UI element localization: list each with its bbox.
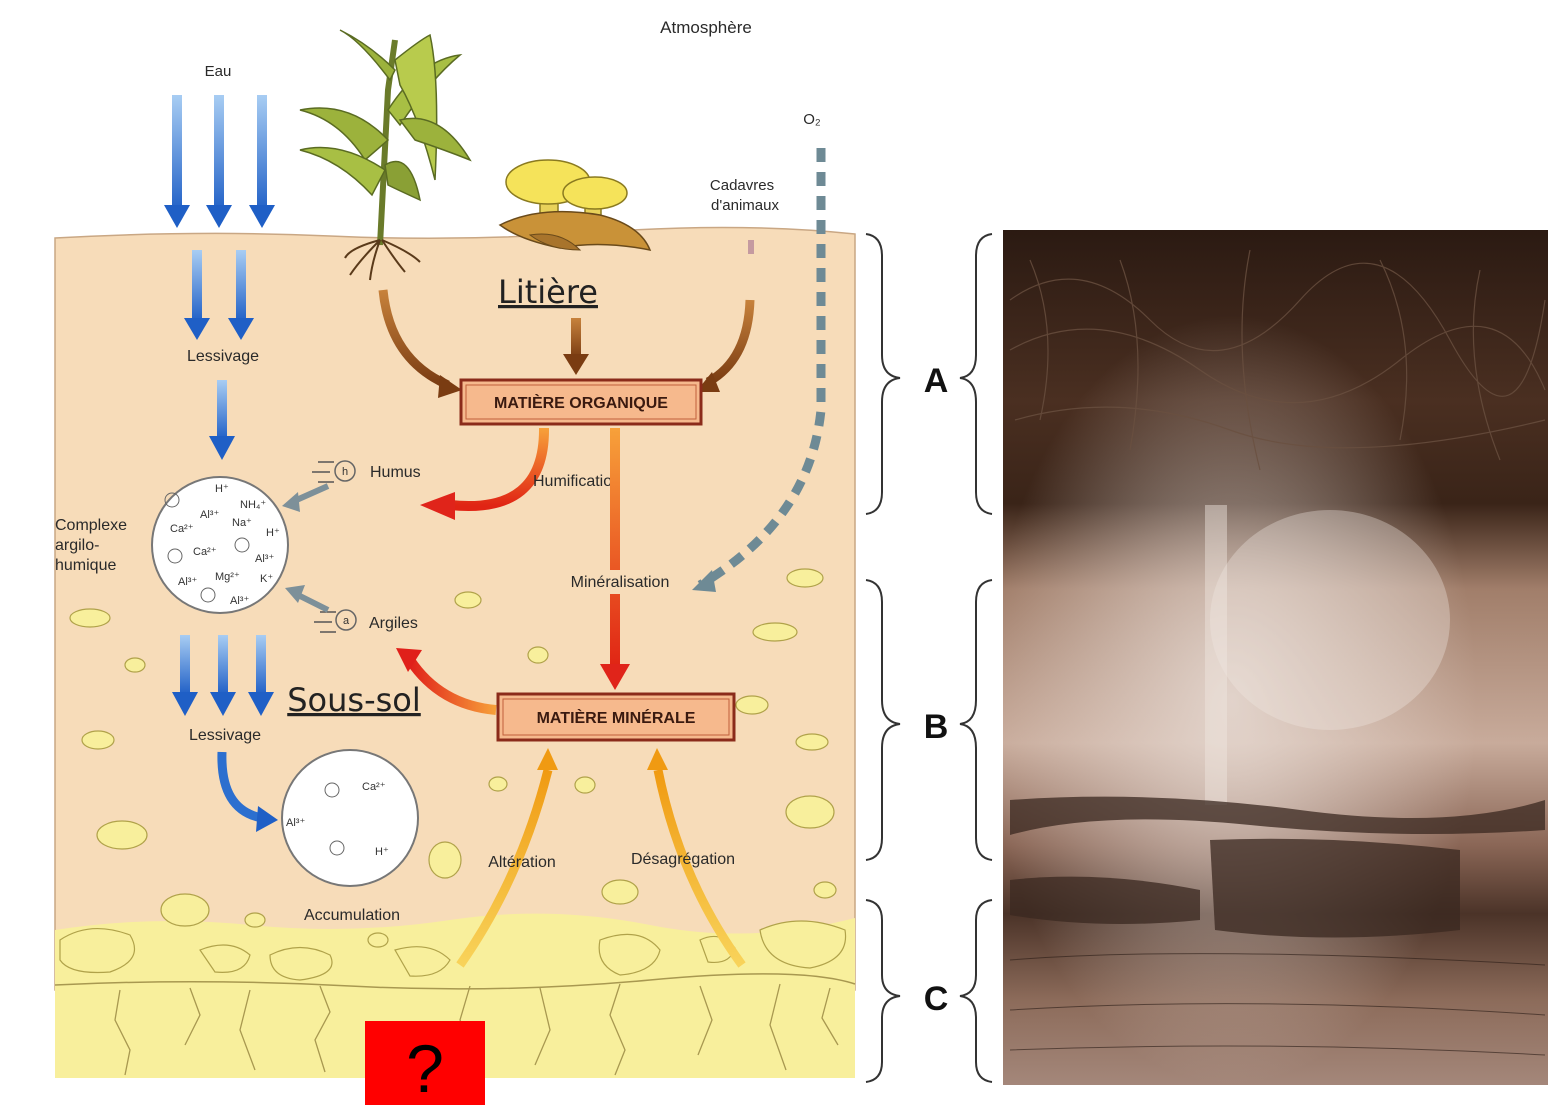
complex-ion: Ca²⁺ xyxy=(170,523,194,535)
alteration-label: Altération xyxy=(488,854,556,871)
mineralisation-label: Minéralisation xyxy=(571,574,670,591)
complex-ion: Al³⁺ xyxy=(255,553,274,565)
humus-symbol-letter: h xyxy=(342,466,348,478)
oxygen-label: O₂ xyxy=(803,111,821,128)
accumulation-ion: H⁺ xyxy=(375,846,389,858)
accumulation-circle: Ca²⁺ Al³⁺ H⁺ xyxy=(281,749,419,887)
complex-ion: Na⁺ xyxy=(232,517,252,529)
water-arrows-leaching xyxy=(184,250,254,340)
clay-symbol: a xyxy=(314,609,357,633)
humus-symbol: h xyxy=(312,460,356,483)
leaching-label-top: Lessivage xyxy=(187,348,259,365)
clay-humus-complex: H⁺ NH₄⁺ Al³⁺ Ca²⁺ Na⁺ H⁺ Ca²⁺ Al³⁺ Al³⁺ … xyxy=(151,476,289,614)
disaggregation-label: Désagrégation xyxy=(631,851,735,868)
clays-label: Argiles xyxy=(369,615,418,632)
carcasses-label-line1: Cadavres xyxy=(710,177,774,194)
complex-ion: Ca²⁺ xyxy=(193,546,217,558)
clay-symbol-letter: a xyxy=(343,615,350,627)
complex-label-line3: humique xyxy=(55,557,116,574)
complex-label-line2: argilo- xyxy=(55,537,99,554)
complex-ion: Mg²⁺ xyxy=(215,571,240,583)
complex-ion: NH₄⁺ xyxy=(240,499,266,511)
complex-label-line1: Complexe xyxy=(55,517,127,534)
stones xyxy=(59,568,847,981)
weathering-arrows xyxy=(456,748,746,968)
oxygen-arrow xyxy=(697,148,826,589)
water-arrows-lower xyxy=(172,635,274,716)
complex-ion: Al³⁺ xyxy=(178,576,197,588)
complex-ion: Al³⁺ xyxy=(200,509,219,521)
soil-profile-photo xyxy=(1003,230,1548,1085)
litter-arrows xyxy=(378,289,755,398)
atmosphere-label: Atmosphère xyxy=(660,18,752,37)
subsoil-label: Sous-sol xyxy=(287,681,421,719)
clays-arrow xyxy=(294,591,330,613)
plant-icon xyxy=(299,29,472,281)
mineral-matter-box: MATIÈRE MINÉRALE xyxy=(496,692,736,742)
accumulation-ion: Ca²⁺ xyxy=(362,781,386,793)
leaching-label-bottom: Lessivage xyxy=(189,727,261,744)
complex-ion: H⁺ xyxy=(266,527,280,539)
accumulation-ion: Al³⁺ xyxy=(286,817,305,829)
organic-matter-label: MATIÈRE ORGANIQUE xyxy=(494,393,668,412)
carcasses-label-line2: d'animaux xyxy=(711,197,779,214)
accumulation-label: Accumulation xyxy=(304,907,400,924)
mushroom-icon xyxy=(498,159,652,252)
complex-ion: Al³⁺ xyxy=(230,595,249,607)
humus-label: Humus xyxy=(370,464,421,481)
water-arrow-to-complex xyxy=(209,380,235,460)
water-label: Eau xyxy=(205,63,232,80)
water-arrow-to-accumulation xyxy=(217,751,264,823)
mineralisation-arrow xyxy=(610,428,620,668)
horizon-braces xyxy=(865,233,993,1083)
complex-ion: K⁺ xyxy=(260,573,273,585)
complex-ion: H⁺ xyxy=(215,483,229,495)
mineral-matter-label: MATIÈRE MINÉRALE xyxy=(537,708,696,727)
horizon-label-c: C xyxy=(924,980,949,1018)
humification-label: Humification xyxy=(533,473,621,490)
litter-label: Litière xyxy=(498,273,598,311)
carcass-mark xyxy=(748,240,754,254)
question-mark: ? xyxy=(406,1031,444,1105)
humification-arrow xyxy=(449,427,550,511)
organic-matter-box: MATIÈRE ORGANIQUE xyxy=(459,378,703,426)
unknown-horizon-marker: ? xyxy=(365,1021,485,1105)
water-arrows-top xyxy=(164,95,275,228)
mineral-to-clays-arrow xyxy=(405,657,497,715)
horizon-label-b: B xyxy=(924,708,949,746)
horizon-label-a: A xyxy=(924,362,949,400)
